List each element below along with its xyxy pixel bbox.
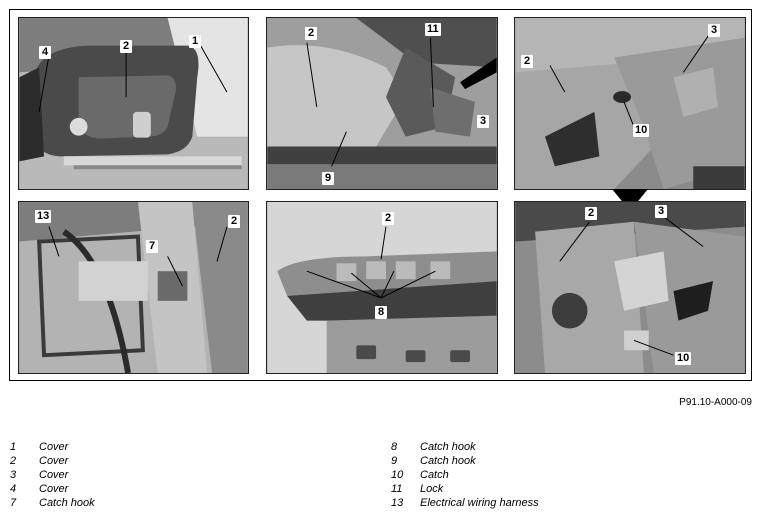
legend-item: 11 Lock: [391, 483, 751, 497]
photo-cover-catch: [515, 18, 745, 189]
legend-text: Catch hook: [420, 455, 476, 467]
legend-text: Catch hook: [39, 497, 95, 509]
legend-item: 13 Electrical wiring harness: [391, 497, 751, 511]
legend-text: Cover: [39, 455, 69, 467]
legend-item: 2 Cover: [10, 455, 350, 469]
callout-label: 8: [375, 306, 387, 319]
legend-column-right: 8 Catch hook 9 Catch hook 10 Catch 11 Lo…: [391, 441, 751, 511]
legend-item: 3 Cover: [10, 469, 350, 483]
callout-label: 2: [305, 27, 317, 40]
callout-label: 11: [425, 23, 441, 36]
legend-number: 7: [10, 497, 17, 509]
legend-text: Catch hook: [420, 441, 476, 453]
callout-label: 13: [35, 210, 52, 223]
photo-seat-lock: [267, 18, 497, 189]
legend-item: 7 Catch hook: [10, 497, 350, 511]
legend-number: 2: [10, 455, 17, 467]
legend-number: 4: [10, 483, 17, 495]
photo-panel-6: 2 3 10: [514, 201, 746, 374]
photo-panel-2: 2 11 3 9: [266, 17, 498, 190]
legend-item: 10 Catch: [391, 469, 751, 483]
callout-label: 4: [39, 46, 51, 59]
legend-number: 10: [391, 469, 404, 481]
legend-number: 11: [391, 483, 403, 495]
photo-panel-3: 3 2 10: [514, 17, 746, 190]
callout-label: 3: [708, 24, 720, 37]
callout-label: 2: [120, 40, 132, 53]
legend-text: Cover: [39, 469, 69, 481]
callout-label: 3: [477, 115, 489, 128]
callout-label: 7: [146, 240, 158, 253]
photo-seat-side-cover: [19, 18, 248, 189]
callout-label: 2: [521, 55, 533, 68]
photo-panel-4: 13 2 7: [18, 201, 249, 374]
callout-label: 2: [228, 215, 240, 228]
callout-label: 3: [655, 205, 667, 218]
callout-label: 2: [585, 207, 597, 220]
photo-cover-mounted: [515, 202, 745, 373]
legend-text: Cover: [39, 441, 69, 453]
transition-arrow-icon: [612, 189, 648, 211]
callout-label: 2: [382, 212, 394, 225]
photo-cover-catch-hooks: [267, 202, 497, 373]
legend-number: 3: [10, 469, 17, 481]
callout-label: 10: [675, 352, 692, 365]
figure-reference-code: P91.10-A000-09: [679, 397, 752, 408]
legend-item: 4 Cover: [10, 483, 350, 497]
legend-number: 9: [391, 455, 398, 467]
legend-text: Electrical wiring harness: [420, 497, 539, 509]
photo-catch-hook-harness: [19, 202, 248, 373]
callout-label: 1: [189, 35, 201, 48]
legend-text: Catch: [420, 469, 449, 481]
legend-number: 1: [10, 441, 17, 453]
legend-number: 13: [391, 497, 404, 509]
legend-text: Cover: [39, 483, 69, 495]
legend-column-left: 1 Cover 2 Cover 3 Cover 4 Cover 7 Catch …: [10, 441, 350, 511]
photo-panel-5: 2 8: [266, 201, 498, 374]
legend-number: 8: [391, 441, 398, 453]
legend-item: 9 Catch hook: [391, 455, 751, 469]
legend-item: 1 Cover: [10, 441, 350, 455]
photo-panel-1: 4 2 1: [18, 17, 249, 190]
callout-label: 10: [633, 124, 650, 137]
legend-text: Lock: [420, 483, 444, 495]
callout-label: 9: [322, 172, 334, 185]
legend-item: 8 Catch hook: [391, 441, 751, 455]
